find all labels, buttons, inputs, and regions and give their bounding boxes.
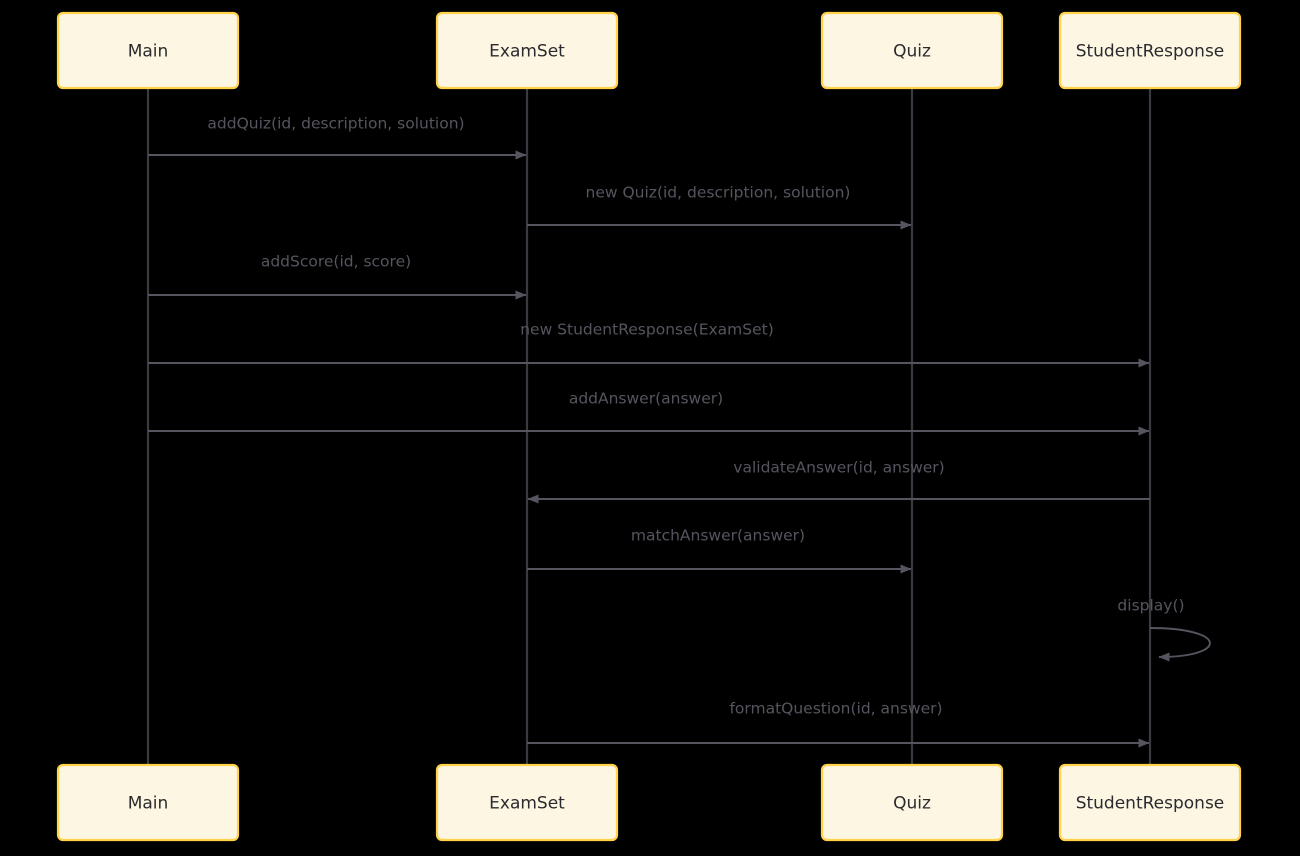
participant-label-examset-top: ExamSet	[489, 42, 565, 62]
participant-label-quiz-bottom: Quiz	[893, 794, 931, 814]
participant-box-studentresponse-bottom	[1058, 763, 1242, 842]
message-label-4: addAnswer(answer)	[569, 390, 723, 408]
participant-label-examset-bottom: ExamSet	[489, 794, 565, 814]
participant-label-main-bottom: Main	[128, 794, 169, 814]
message-5[interactable]: validateAnswer(id, answer)	[527, 459, 1150, 504]
message-4[interactable]: addAnswer(answer)	[148, 390, 1150, 436]
participant-box-quiz-top	[820, 11, 1004, 90]
participant-box-examset-top	[435, 11, 619, 90]
participant-label-studentresponse-top: StudentResponse	[1076, 42, 1225, 62]
message-self-loop-7	[1149, 627, 1211, 662]
message-7[interactable]: display()	[1117, 597, 1211, 662]
participant-studentresponse-top[interactable]: StudentResponse	[1058, 11, 1242, 90]
participant-quiz-top[interactable]: Quiz	[820, 11, 1004, 90]
participant-examset-bottom[interactable]: ExamSet	[435, 763, 619, 842]
participant-box-studentresponse-top	[1058, 11, 1242, 90]
participant-label-main-top: Main	[128, 42, 169, 62]
lifelines-layer	[146, 88, 1152, 765]
message-6[interactable]: matchAnswer(answer)	[527, 527, 912, 574]
message-2[interactable]: addScore(id, score)	[148, 253, 527, 300]
message-label-2: addScore(id, score)	[261, 253, 411, 271]
message-label-1: new Quiz(id, description, solution)	[586, 184, 851, 202]
participant-label-studentresponse-bottom: StudentResponse	[1076, 794, 1225, 814]
message-label-8: formatQuestion(id, answer)	[729, 700, 942, 718]
message-label-5: validateAnswer(id, answer)	[733, 459, 944, 477]
participant-main-bottom[interactable]: Main	[56, 763, 240, 842]
message-1[interactable]: new Quiz(id, description, solution)	[527, 184, 912, 230]
message-label-7: display()	[1117, 597, 1184, 615]
participant-label-quiz-top: Quiz	[893, 42, 931, 62]
message-label-0: addQuiz(id, description, solution)	[207, 115, 464, 133]
message-8[interactable]: formatQuestion(id, answer)	[527, 700, 1150, 748]
message-0[interactable]: addQuiz(id, description, solution)	[148, 115, 527, 160]
participants-layer: MainMainExamSetExamSetQuizQuizStudentRes…	[56, 11, 1242, 842]
participant-box-quiz-bottom	[820, 763, 1004, 842]
participant-box-examset-bottom	[435, 763, 619, 842]
message-label-6: matchAnswer(answer)	[631, 527, 805, 545]
participant-box-main-bottom	[56, 763, 240, 842]
participant-examset-top[interactable]: ExamSet	[435, 11, 619, 90]
message-label-3: new StudentResponse(ExamSet)	[520, 321, 774, 339]
participant-studentresponse-bottom[interactable]: StudentResponse	[1058, 763, 1242, 842]
message-3[interactable]: new StudentResponse(ExamSet)	[148, 321, 1150, 368]
participant-box-main-top	[56, 11, 240, 90]
messages-layer: addQuiz(id, description, solution) new Qu…	[148, 115, 1211, 748]
participant-quiz-bottom[interactable]: Quiz	[820, 763, 1004, 842]
participant-main-top[interactable]: Main	[56, 11, 240, 90]
